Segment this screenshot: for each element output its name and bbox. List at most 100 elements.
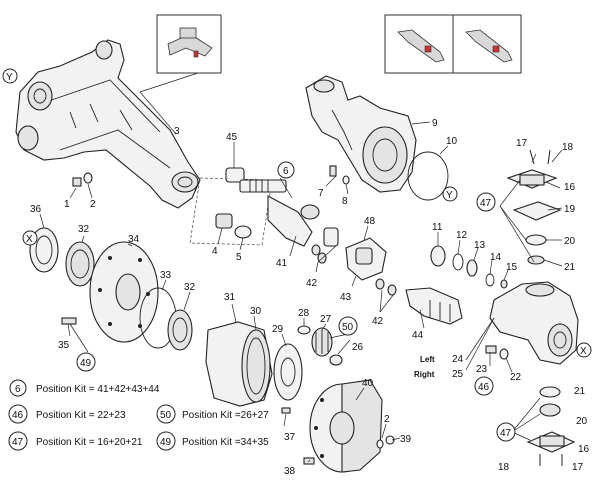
inset-axle-housing [156, 14, 222, 74]
callout-44: 44 [412, 330, 424, 341]
callout-1: 1 [64, 199, 70, 210]
knuckle-housing-9 [305, 75, 417, 193]
kit-6-id: 6 [15, 384, 21, 395]
callout-11: 11 [432, 222, 443, 233]
circled-49: 49 [80, 358, 92, 369]
callout-15: 15 [506, 262, 518, 273]
ring-gear-30-31 [205, 321, 273, 407]
callout-5: 5 [236, 252, 242, 263]
callout-41: 41 [276, 258, 288, 269]
callout-42b: 42 [372, 316, 384, 327]
callout-29: 29 [272, 324, 284, 335]
position-kit-legend: 6 Position Kit = 41+42+43+44 46 Position… [8, 379, 269, 451]
axle-housing [15, 39, 201, 209]
callout-2b: 2 [384, 414, 390, 425]
circled-6: 6 [283, 166, 289, 177]
wheel-hub-40 [309, 379, 383, 473]
callout-32b: 32 [184, 282, 196, 293]
callout-36: 36 [30, 204, 42, 215]
bolt-1 [72, 177, 82, 187]
callout-numbers: 1 2 3 45 4 5 7 8 9 10 41 42 48 43 42 44 … [30, 118, 590, 477]
kit-49-id: 49 [160, 437, 172, 448]
callout-45: 45 [226, 132, 238, 143]
callout-34: 34 [128, 234, 140, 245]
kit-46: 46 Position Kit = 22+23 [8, 404, 126, 424]
callout-8: 8 [342, 196, 348, 207]
marker-y-left: Y [6, 72, 13, 83]
marker-x-left: X [26, 234, 33, 245]
pivot-pin-group [189, 167, 287, 246]
callout-27: 27 [320, 314, 332, 325]
callout-28: 28 [298, 308, 310, 319]
kit-50-id: 50 [160, 410, 172, 421]
callout-7: 7 [318, 188, 324, 199]
kit-6-text: Position Kit = 41+42+43+44 [36, 384, 160, 395]
callout-19: 19 [564, 204, 576, 215]
bearing-32-right [167, 309, 193, 351]
washer-28 [297, 325, 311, 335]
inset-axle-assembly [384, 14, 522, 74]
circled-callouts: Y Y X X 6 47 50 49 46 47 [2, 68, 592, 442]
label-right: Right [414, 370, 435, 379]
kit-46-id: 46 [12, 410, 24, 421]
plug-37-38-39 [281, 407, 395, 465]
callout-17: 17 [516, 138, 528, 149]
callout-23: 23 [476, 364, 488, 375]
callout-21: 21 [564, 262, 576, 273]
callout-2: 2 [90, 199, 96, 210]
planet-carrier-34 [89, 241, 159, 343]
callout-18b: 18 [498, 462, 510, 473]
callout-10: 10 [446, 136, 458, 147]
yoke-44 [405, 287, 463, 325]
callout-4: 4 [212, 246, 218, 257]
steering-knuckle [489, 281, 579, 365]
callout-12: 12 [456, 230, 468, 241]
circled-46: 46 [478, 382, 490, 393]
callout-20b: 20 [576, 416, 588, 427]
marker-x-right: X [580, 346, 587, 357]
callout-31: 31 [224, 292, 236, 303]
kit-47-id: 47 [12, 437, 24, 448]
kit-49-text: Position Kit =34+35 [182, 437, 269, 448]
kit-49: 49 Position Kit =34+35 [156, 431, 269, 451]
kit-50-text: Position Kit =26+27 [182, 410, 269, 421]
drive-shaft-41 [267, 195, 320, 247]
callout-14: 14 [490, 252, 502, 263]
kit-50: 50 Position Kit =26+27 [156, 404, 269, 424]
callout-42: 42 [306, 278, 318, 289]
callout-22: 22 [510, 372, 522, 383]
callout-48: 48 [364, 216, 376, 227]
callout-26: 26 [352, 342, 364, 353]
callout-16b: 16 [578, 444, 590, 455]
center-yoke-43 [345, 237, 387, 281]
callout-38: 38 [284, 466, 296, 477]
screw-35 [61, 317, 77, 325]
kit-46-text: Position Kit = 22+23 [36, 410, 126, 421]
callout-21b: 21 [574, 386, 586, 397]
circled-47-bottom: 47 [500, 428, 512, 439]
callout-39: 39 [400, 434, 412, 445]
callout-43: 43 [340, 292, 352, 303]
callout-33: 33 [160, 270, 172, 281]
kit-6: 6 Position Kit = 41+42+43+44 [9, 379, 160, 397]
kit-47-text: Position Kit = 16+20+21 [36, 437, 143, 448]
callout-40: 40 [362, 378, 374, 389]
circled-47-top: 47 [480, 198, 492, 209]
kit-47: 47 Position Kit = 16+20+21 [8, 431, 143, 451]
callout-3: 3 [174, 126, 180, 137]
callout-17b: 17 [572, 462, 584, 473]
marker-y-right: Y [446, 190, 453, 201]
bearing-32-left [65, 241, 95, 287]
callout-16: 16 [564, 182, 576, 193]
callout-24: 24 [452, 354, 464, 365]
washer-2 [83, 172, 93, 184]
callout-25: 25 [452, 369, 464, 380]
bolt-23-22 [485, 345, 509, 360]
callout-32: 32 [78, 224, 90, 235]
callout-13: 13 [474, 240, 486, 251]
cross-42 [311, 227, 397, 296]
callout-18: 18 [562, 142, 574, 153]
callout-20: 20 [564, 236, 576, 247]
